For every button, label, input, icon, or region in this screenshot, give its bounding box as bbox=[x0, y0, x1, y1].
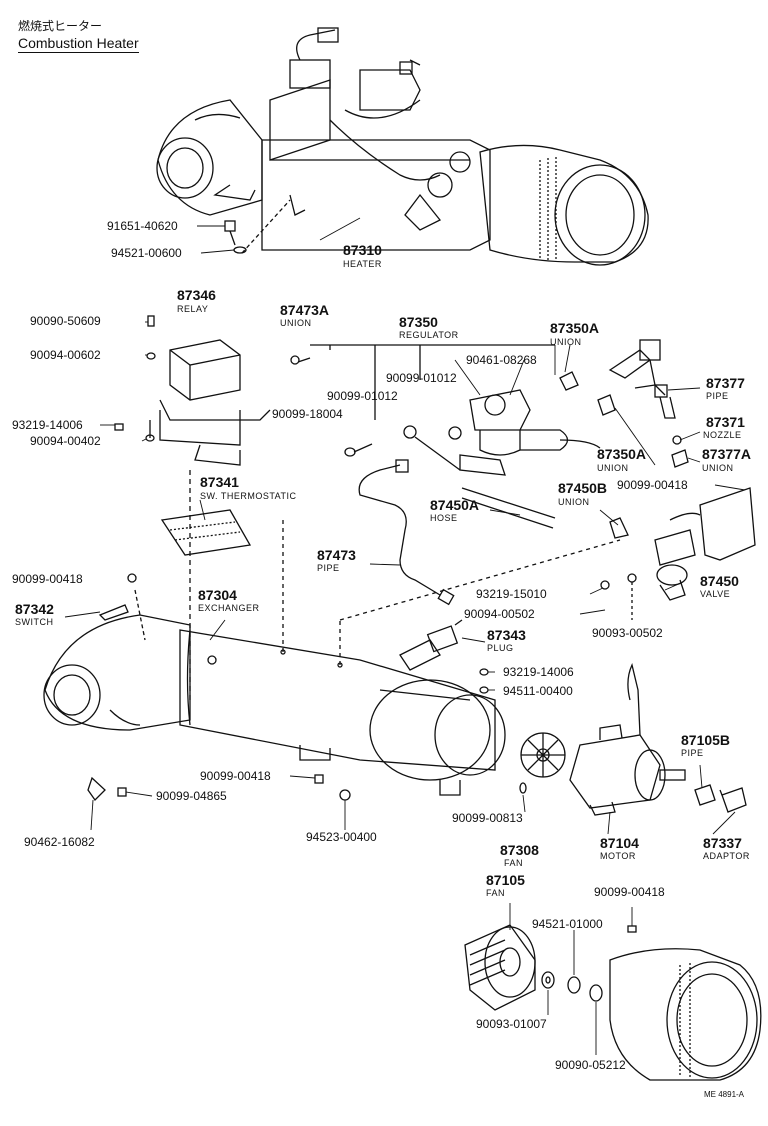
callout-87346-name: RELAY bbox=[177, 304, 209, 314]
callout-87341-name: SW. THERMOSTATIC bbox=[200, 491, 297, 501]
callout-90090-05212: 90090-05212 bbox=[555, 1058, 626, 1072]
callout-90461-08268: 90461-08268 bbox=[466, 353, 537, 367]
callout-90099-00418-b: 90099-00418 bbox=[12, 572, 83, 586]
callout-87337: 87337 bbox=[703, 835, 742, 851]
callout-93219-14006-bottom: 93219-14006 bbox=[503, 665, 574, 679]
callout-87304: 87304 bbox=[198, 587, 237, 603]
callout-87350A-top: 87350A bbox=[550, 320, 600, 336]
callout-87342-name: SWITCH bbox=[15, 617, 54, 627]
callout-87310: 87310 bbox=[343, 242, 382, 258]
callout-87450A: 87450A bbox=[430, 497, 480, 513]
callout-87450B: 87450B bbox=[558, 480, 608, 496]
callout-90462-16082: 90462-16082 bbox=[24, 835, 95, 849]
callout-90099-00418-c: 90099-00418 bbox=[200, 769, 271, 783]
callout-87371-name: NOZZLE bbox=[703, 430, 742, 440]
callout-87350A-mid: 87350A bbox=[597, 446, 647, 462]
callout-93219-14006-top: 93219-14006 bbox=[12, 418, 83, 432]
callout-87473: 87473 bbox=[317, 547, 356, 563]
title-japanese: 燃焼式ヒーター bbox=[18, 19, 103, 33]
motor-drawing bbox=[569, 663, 686, 816]
callout-90099-01012-a: 90099-01012 bbox=[386, 371, 457, 385]
bottom-parts-drawing bbox=[541, 925, 762, 1081]
callout-87105B-name: PIPE bbox=[681, 748, 704, 758]
leader-lines bbox=[64, 217, 746, 1055]
callout-87343-name: PLUG bbox=[487, 643, 514, 653]
callout-87105: 87105 bbox=[486, 872, 525, 888]
callout-87308: 87308 bbox=[500, 842, 539, 858]
callout-91651-40620: 91651-40620 bbox=[107, 219, 178, 233]
callout-90093-01007: 90093-01007 bbox=[476, 1017, 547, 1031]
callout-90099-01012-b: 90099-01012 bbox=[327, 389, 398, 403]
pipe-87473-drawing bbox=[358, 459, 455, 606]
footer-code: ME 4891-A bbox=[704, 1090, 745, 1099]
callout-90099-00813: 90099-00813 bbox=[452, 811, 523, 825]
fan-87105-drawing bbox=[464, 924, 536, 1011]
pipe-adaptor-drawing bbox=[694, 784, 747, 813]
union-pipe-nozzle-drawing bbox=[559, 339, 689, 468]
callout-90099-18004: 90099-18004 bbox=[272, 407, 343, 421]
relay-drawing bbox=[146, 315, 271, 466]
callout-90093-00502: 90093-00502 bbox=[592, 626, 663, 640]
callout-87310-name: HEATER bbox=[343, 259, 382, 269]
regulator-drawing bbox=[290, 344, 601, 476]
callout-87473A-name: UNION bbox=[280, 318, 312, 328]
small-bolts-drawing bbox=[87, 423, 527, 802]
callout-94511-00400: 94511-00400 bbox=[503, 684, 573, 698]
callout-90094-00502: 90094-00502 bbox=[464, 607, 535, 621]
callout-87337-name: ADAPTOR bbox=[703, 851, 750, 861]
callout-87473A: 87473A bbox=[280, 302, 330, 318]
callout-87450-name: VALVE bbox=[700, 589, 731, 599]
exchanger-elbow-drawing bbox=[43, 589, 191, 731]
callout-87450A-name: HOSE bbox=[430, 513, 458, 523]
callout-87104-name: MOTOR bbox=[600, 851, 636, 861]
callout-90099-04865: 90099-04865 bbox=[156, 789, 227, 803]
callout-90094-00602: 90094-00602 bbox=[30, 348, 101, 362]
callout-90094-00402: 90094-00402 bbox=[30, 434, 101, 448]
exchanger-drawing bbox=[179, 520, 621, 796]
callout-87350A-mid-name: UNION bbox=[597, 463, 629, 473]
fan-87308-drawing bbox=[520, 732, 566, 778]
callout-87308-name: FAN bbox=[504, 858, 524, 868]
callout-90099-00418-a: 90099-00418 bbox=[617, 478, 688, 492]
valve-drawing bbox=[600, 487, 756, 620]
callout-87105B: 87105B bbox=[681, 732, 731, 748]
callout-87450: 87450 bbox=[700, 573, 739, 589]
callout-87450B-name: UNION bbox=[558, 497, 590, 507]
callout-87104: 87104 bbox=[600, 835, 639, 851]
thermostatic-switch-drawing bbox=[160, 470, 252, 700]
callout-87105-name: FAN bbox=[486, 888, 506, 898]
callout-87346: 87346 bbox=[177, 287, 216, 303]
callout-87377: 87377 bbox=[706, 375, 745, 391]
heater-assembly-drawing bbox=[156, 27, 649, 266]
callout-87343: 87343 bbox=[487, 627, 526, 643]
callout-87304-name: EXCHANGER bbox=[198, 603, 260, 613]
callout-90090-50609: 90090-50609 bbox=[30, 314, 101, 328]
callout-87350-name: REGULATOR bbox=[399, 330, 459, 340]
callout-87341: 87341 bbox=[200, 474, 239, 490]
callout-94523-00400: 94523-00400 bbox=[306, 830, 377, 844]
callout-87371: 87371 bbox=[706, 414, 745, 430]
callout-87377-name: PIPE bbox=[706, 391, 729, 401]
callout-87473-name: PIPE bbox=[317, 563, 340, 573]
callout-87350A-top-name: UNION bbox=[550, 337, 582, 347]
callout-90099-00418-d: 90099-00418 bbox=[594, 885, 665, 899]
callout-94521-00600: 94521-00600 bbox=[111, 246, 182, 260]
callout-87350: 87350 bbox=[399, 314, 438, 330]
callout-93219-15010: 93219-15010 bbox=[476, 587, 547, 601]
callout-87342: 87342 bbox=[15, 601, 54, 617]
callout-87377A-name: UNION bbox=[702, 463, 734, 473]
title-english: Combustion Heater bbox=[18, 35, 139, 53]
callout-94521-01000: 94521-01000 bbox=[532, 917, 603, 931]
callout-87377A: 87377A bbox=[702, 446, 752, 462]
